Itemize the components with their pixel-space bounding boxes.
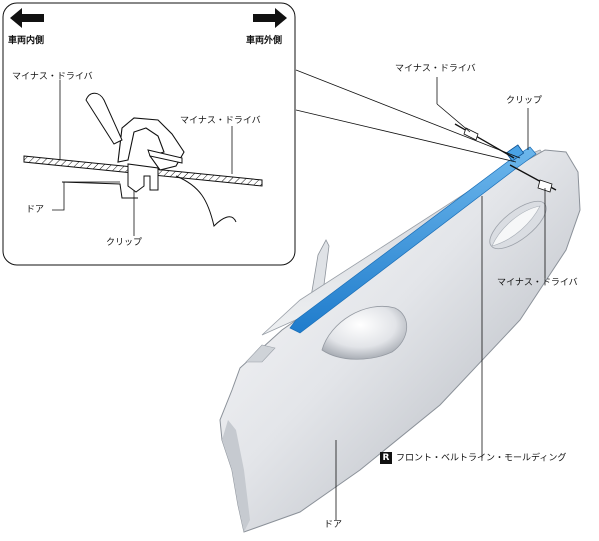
main-screwdriver-top-label: マイナス・ドライバ: [395, 64, 476, 74]
detail-inset: [2, 2, 296, 266]
door-edge-shade: [222, 420, 250, 532]
screwdriver-top: [454, 123, 515, 159]
molding-label-text: フロント・ベルトライン・モールディング: [396, 453, 567, 464]
inset-connector-top: [295, 69, 521, 159]
inset-screwdriver-left: [85, 92, 123, 145]
inset-frame: [2, 2, 296, 266]
belt-line-molding: [289, 146, 537, 334]
main-screwdriver-right-label: マイナス・ドライバ: [497, 278, 578, 288]
screwdriver-right: [509, 164, 557, 193]
arrow-left-icon: [10, 8, 44, 28]
door-handle-front: [321, 306, 408, 360]
molding-label: R フロント・ベルトライン・モールディング: [380, 452, 566, 465]
inset-door-panel: [61, 181, 138, 199]
inset-door-label: ドア: [26, 205, 45, 215]
door-lower-trim: [245, 344, 276, 363]
door-illustration: [219, 123, 581, 533]
inset-screwdriver-left-label: マイナス・ドライバ: [12, 72, 93, 82]
inset-door-outer: [175, 175, 237, 227]
inset-screwdriver-right-label: マイナス・ドライバ: [180, 116, 261, 126]
inset-clip-label: クリップ: [106, 238, 143, 248]
direction-outside-label: 車両外側: [246, 36, 283, 46]
main-clip-label: クリップ: [506, 96, 543, 106]
arrow-right-icon: [253, 8, 287, 28]
direction-inside-label: 車両内側: [8, 36, 45, 46]
main-door-label: ドア: [324, 520, 343, 530]
right-side-badge: R: [380, 452, 392, 464]
inset-clip: [127, 163, 159, 193]
inset-screwdriver-right: [147, 149, 183, 164]
inset-connector-bottom: [295, 109, 517, 163]
door-handle-rear-cup: [491, 205, 541, 247]
